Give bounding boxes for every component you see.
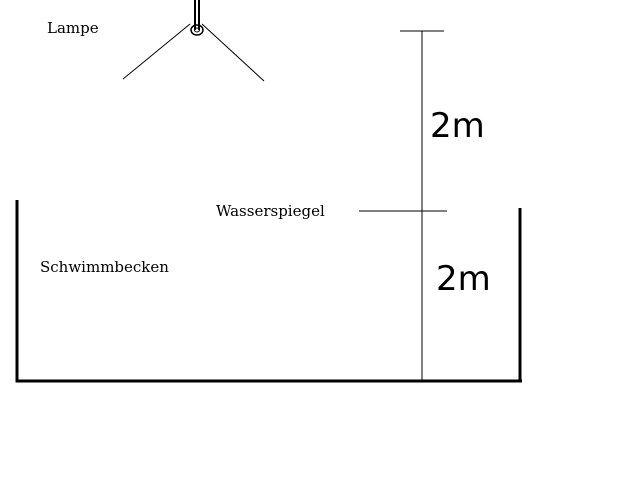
pool-outline [15, 200, 522, 383]
lamp-icon [190, 0, 204, 36]
pool-label: Schwimmbecken [40, 258, 169, 276]
lamp-light-rays [122, 23, 265, 82]
water-depth-dimension-label: 2m [436, 259, 491, 299]
lamp-height-dimension-label: 2m [430, 106, 485, 146]
water-surface-label: Wasserspiegel [216, 202, 325, 220]
dimension-line [400, 30, 444, 381]
lamp-label: Lampe [47, 19, 99, 37]
